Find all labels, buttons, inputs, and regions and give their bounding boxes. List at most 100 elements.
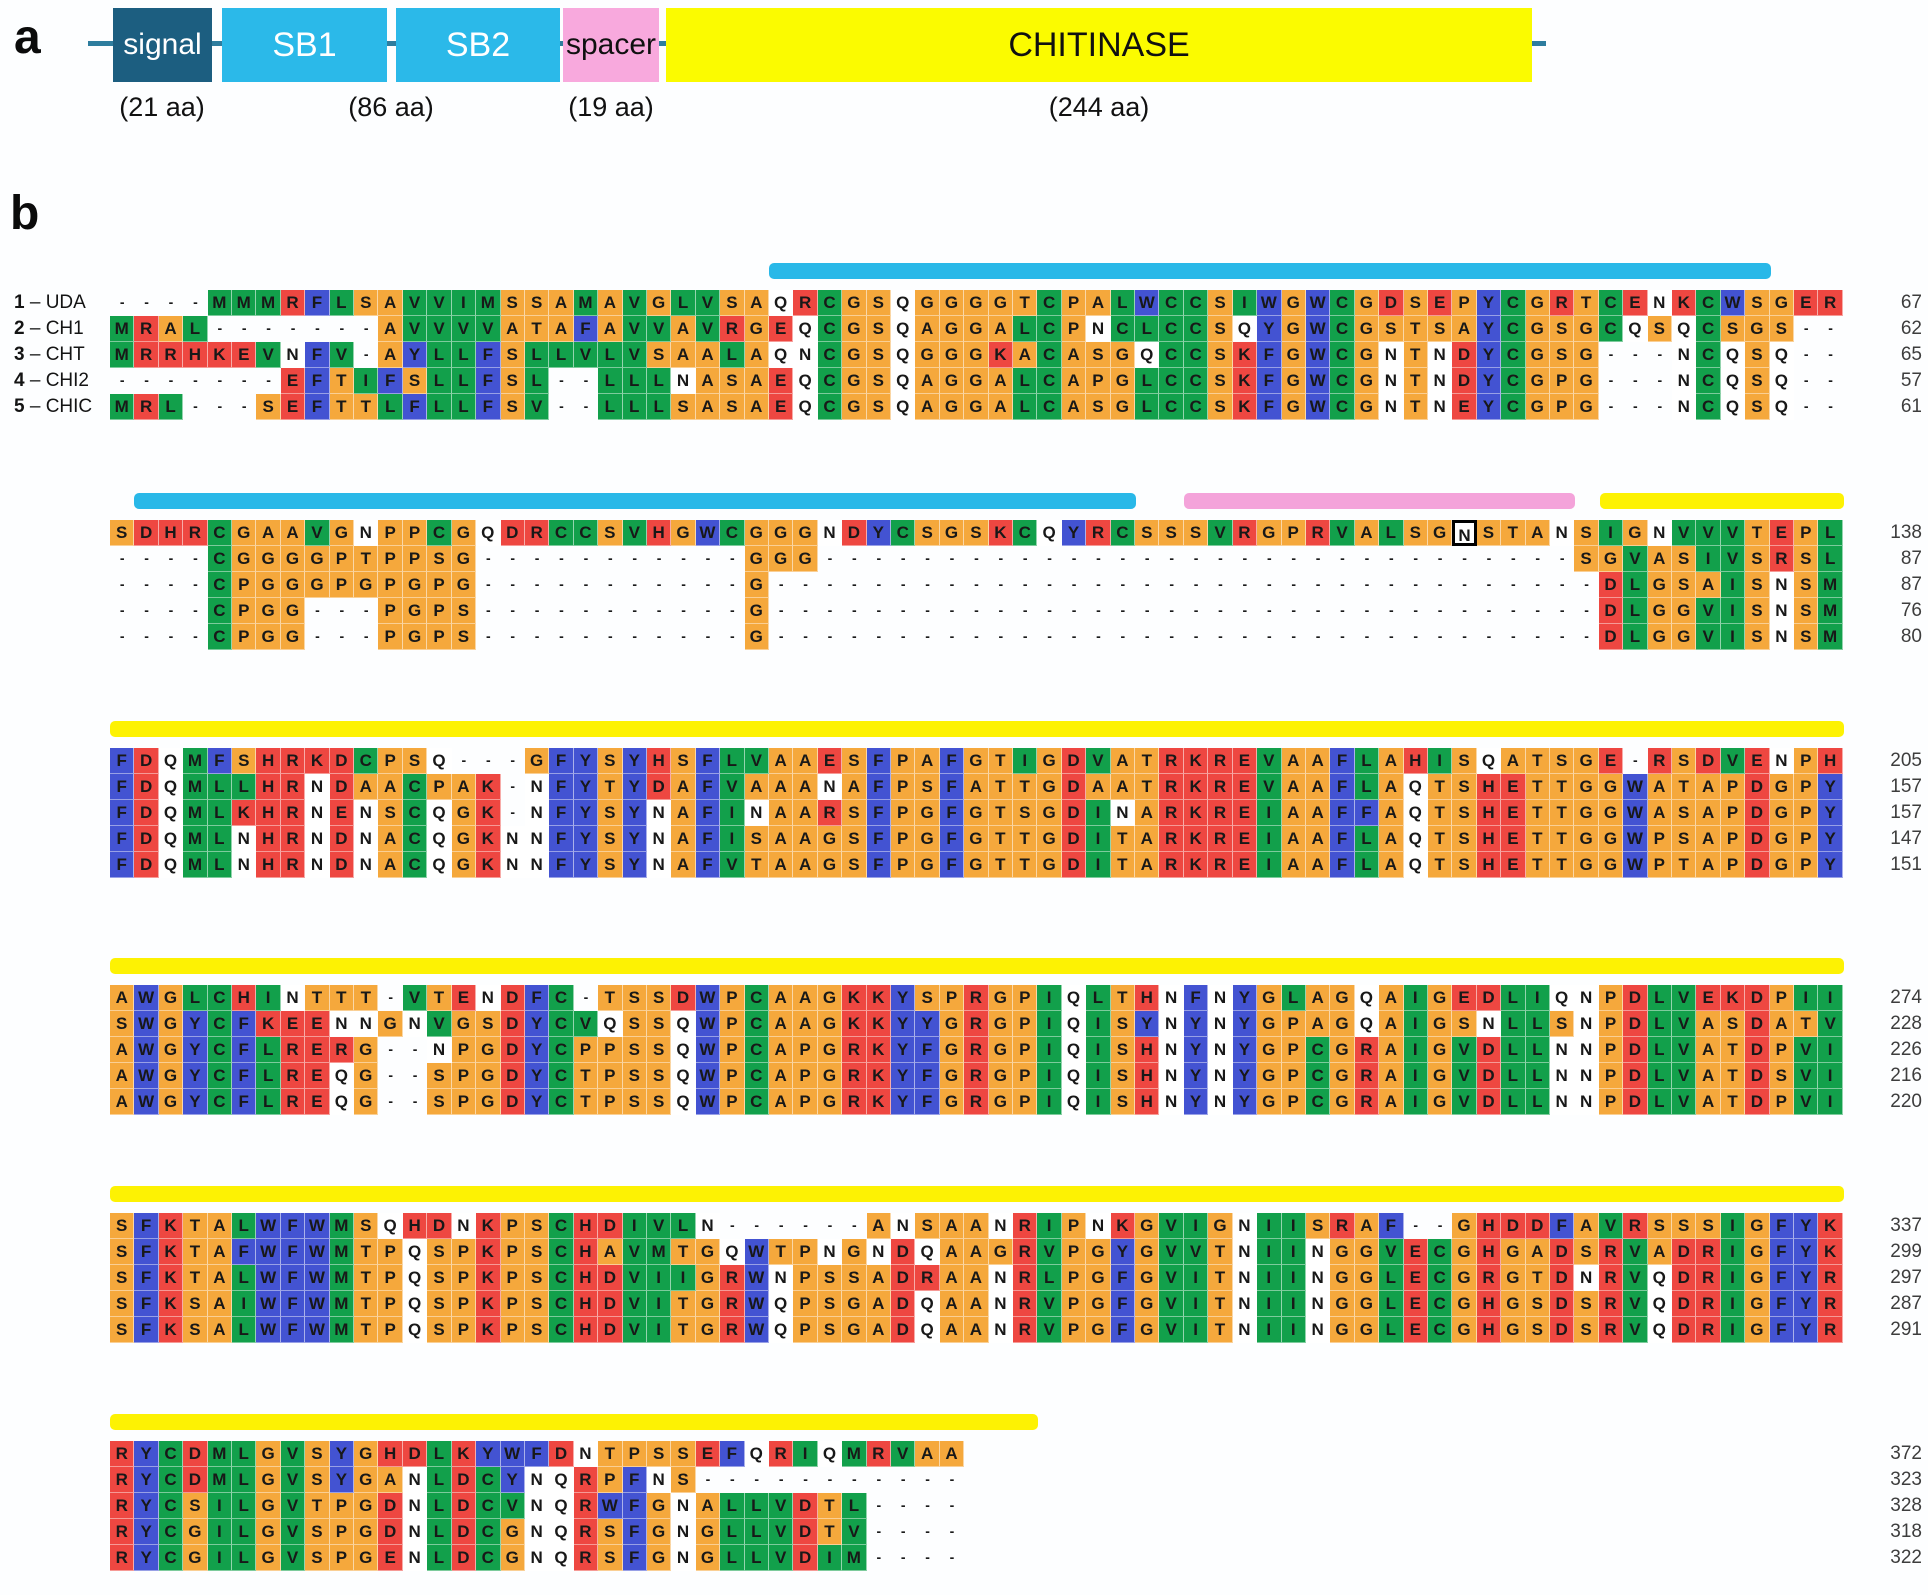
residue-cell: D bbox=[1549, 1239, 1575, 1265]
residue-cell: D bbox=[134, 748, 159, 774]
residue-cell: I bbox=[1281, 1265, 1306, 1291]
residue-cell: L bbox=[720, 1519, 745, 1545]
residue-cell: C bbox=[1598, 316, 1624, 342]
residue-end-number: 57 bbox=[1900, 370, 1922, 391]
residue-cell: M bbox=[256, 290, 281, 316]
residue-cell: V bbox=[720, 852, 745, 878]
residue-cell: G bbox=[1257, 1011, 1282, 1037]
residue-cell: T bbox=[1403, 316, 1428, 342]
residue-cell: M bbox=[183, 748, 208, 774]
gap-cell: - bbox=[1608, 346, 1614, 362]
gap-cell: - bbox=[1315, 550, 1321, 566]
residue-cell: N bbox=[305, 826, 330, 852]
residue-cell: R bbox=[110, 1467, 135, 1493]
residue-cell: T bbox=[1427, 852, 1453, 878]
residue-cell: G bbox=[695, 1519, 721, 1545]
residue-cell: L bbox=[451, 394, 477, 420]
residue-cell: P bbox=[1549, 394, 1575, 420]
residue-cell: Q bbox=[671, 1011, 696, 1037]
residue-cell: C bbox=[1330, 316, 1355, 342]
residue-cell: G bbox=[1257, 1037, 1282, 1063]
gap-cell: - bbox=[1437, 628, 1443, 644]
residue-cell: A bbox=[744, 342, 769, 368]
gap-cell: - bbox=[1218, 550, 1223, 566]
residue-cell: T bbox=[329, 394, 355, 420]
residue-cell: I bbox=[1037, 1011, 1062, 1037]
residue-cell: Q bbox=[1769, 342, 1795, 368]
residue-cell: E bbox=[1501, 774, 1526, 800]
residue-cell: A bbox=[1305, 774, 1331, 800]
gap-cell: - bbox=[1266, 602, 1272, 618]
residue-cell: Q bbox=[891, 316, 916, 342]
gap-cell: - bbox=[1633, 752, 1638, 768]
residue-cell: H bbox=[256, 852, 281, 878]
residue-cell: N bbox=[1086, 316, 1111, 342]
gap-cell: - bbox=[388, 1067, 393, 1083]
residue-cell: G bbox=[939, 1037, 965, 1063]
residue-cell: L bbox=[1354, 852, 1380, 878]
residue-cell: Q bbox=[1720, 394, 1746, 420]
residue-cell: D bbox=[134, 826, 159, 852]
residue-cell: P bbox=[720, 1011, 745, 1037]
residue-cell: Y bbox=[524, 1063, 550, 1089]
residue-cell: Y bbox=[524, 1089, 550, 1115]
gap-cell: - bbox=[1071, 628, 1077, 644]
residue-cell: Y bbox=[134, 1545, 159, 1571]
residue-cell: I bbox=[1403, 1011, 1428, 1037]
residue-cell: S bbox=[671, 1467, 696, 1493]
residue-cell: S bbox=[866, 342, 891, 368]
gap-cell: - bbox=[705, 628, 711, 644]
residue-cell: A bbox=[207, 1239, 233, 1265]
gap-cell: - bbox=[1828, 372, 1833, 388]
residue-cell: A bbox=[598, 1239, 623, 1265]
residue-cell: A bbox=[915, 748, 940, 774]
gap-cell: - bbox=[632, 550, 638, 566]
residue-cell: A bbox=[939, 1239, 965, 1265]
residue-cell: S bbox=[1159, 520, 1184, 546]
gap-cell: - bbox=[1144, 602, 1150, 618]
residue-cell: G bbox=[695, 1239, 721, 1265]
residue-cell: C bbox=[207, 546, 233, 572]
residue-cell: H bbox=[256, 800, 281, 826]
gap-cell: - bbox=[339, 320, 345, 336]
residue-cell: V bbox=[768, 1519, 794, 1545]
residue-cell: R bbox=[573, 1493, 599, 1519]
residue-cell: L bbox=[1647, 1089, 1672, 1115]
residue-cell: G bbox=[744, 520, 769, 546]
residue-cell: I bbox=[1818, 1063, 1843, 1089]
residue-cell: F bbox=[549, 852, 574, 878]
gap-cell: - bbox=[803, 1217, 808, 1233]
residue-cell: I bbox=[1281, 1317, 1306, 1343]
residue-end-number: 87 bbox=[1900, 548, 1922, 569]
residue-cell: G bbox=[1598, 774, 1624, 800]
residue-cell: I bbox=[1720, 624, 1746, 650]
residue-cell: L bbox=[427, 394, 452, 420]
residue-end-number: 67 bbox=[1900, 292, 1922, 313]
residue-cell: C bbox=[1159, 342, 1184, 368]
residue-cell: E bbox=[1403, 1317, 1428, 1343]
residue-cell: G bbox=[1330, 1011, 1355, 1037]
gap-cell: - bbox=[559, 602, 564, 618]
residue-cell: S bbox=[1549, 342, 1575, 368]
residue-cell: C bbox=[549, 1213, 574, 1239]
residue-end-number: 61 bbox=[1900, 396, 1922, 417]
residue-cell: Q bbox=[1403, 852, 1428, 878]
residue-cell: R bbox=[1159, 800, 1184, 826]
residue-cell: R bbox=[1159, 774, 1184, 800]
residue-cell: D bbox=[1061, 774, 1087, 800]
residue-cell: N bbox=[817, 1239, 843, 1265]
residue-cell: C bbox=[549, 1239, 574, 1265]
residue-cell: D bbox=[549, 1441, 574, 1467]
residue-cell: V bbox=[1794, 1063, 1819, 1089]
residue-cell: N bbox=[1427, 394, 1453, 420]
residue-cell: S bbox=[1745, 546, 1770, 572]
residue-cell: S bbox=[964, 520, 989, 546]
residue-cell: G bbox=[1745, 316, 1770, 342]
residue-cell: N bbox=[988, 1317, 1014, 1343]
residue-cell: R bbox=[1818, 290, 1843, 316]
residue-cell: G bbox=[842, 1317, 867, 1343]
residue-cell: W bbox=[305, 1265, 330, 1291]
residue-cell: L bbox=[720, 748, 745, 774]
residue-cell: G bbox=[1745, 1265, 1770, 1291]
